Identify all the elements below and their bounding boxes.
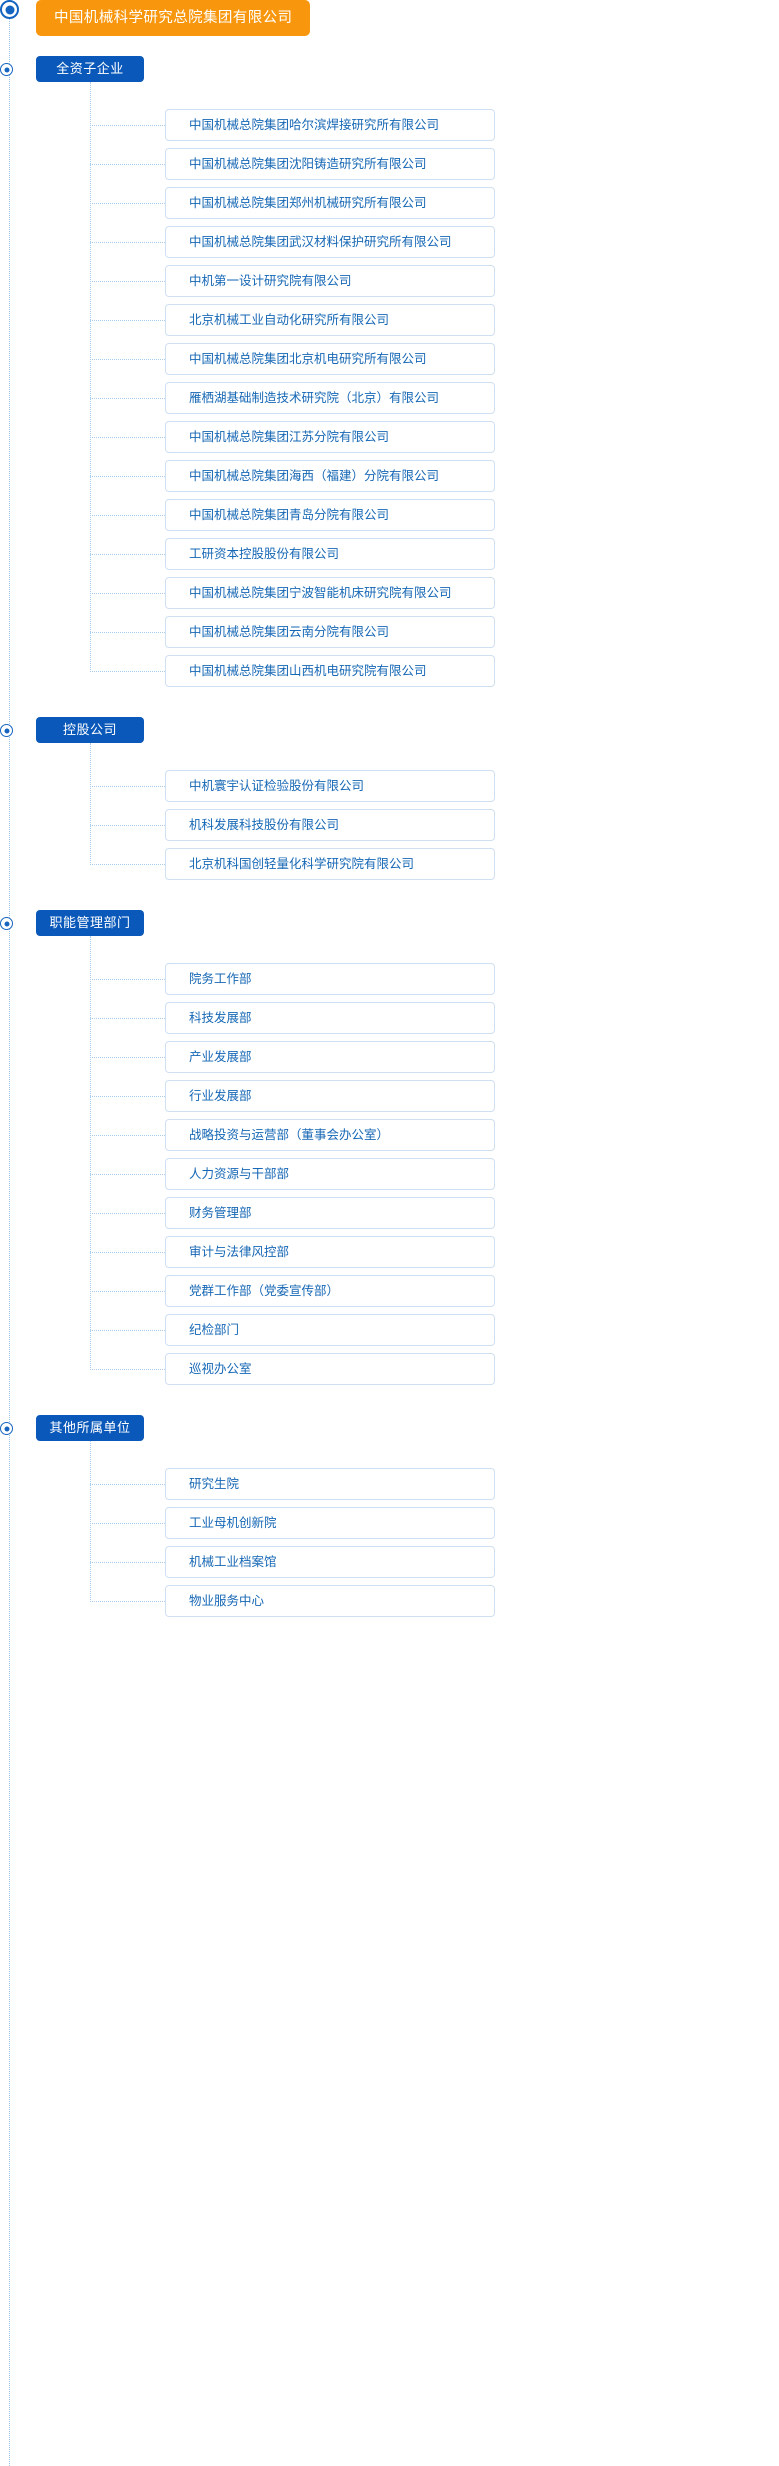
org-node-row: 中国机械总院集团郑州机械研究所有限公司 <box>90 184 779 223</box>
org-node[interactable]: 财务管理部 <box>165 1197 495 1229</box>
org-node-row: 产业发展部 <box>90 1038 779 1077</box>
section-spacer <box>0 1389 779 1415</box>
org-node-row: 中国机械总院集团云南分院有限公司 <box>90 613 779 652</box>
org-node[interactable]: 中国机械总院集团青岛分院有限公司 <box>165 499 495 531</box>
org-node-row: 科技发展部 <box>90 999 779 1038</box>
org-node[interactable]: 行业发展部 <box>165 1080 495 1112</box>
section-node-marker-icon <box>0 917 13 930</box>
org-node-row: 北京机科国创轻量化科学研究院有限公司 <box>90 845 779 884</box>
section-spacer <box>0 1621 779 1647</box>
org-node-row: 物业服务中心 <box>90 1582 779 1621</box>
org-node[interactable]: 中机寰宇认证检验股份有限公司 <box>165 770 495 802</box>
org-node[interactable]: 雁栖湖基础制造技术研究院（北京）有限公司 <box>165 382 495 414</box>
section-title-2[interactable]: 控股公司 <box>36 717 144 743</box>
section-node-marker-icon <box>0 724 13 737</box>
section-header-row: 其他所属单位 <box>0 1415 779 1465</box>
org-node[interactable]: 中国机械总院集团郑州机械研究所有限公司 <box>165 187 495 219</box>
org-node[interactable]: 人力资源与干部部 <box>165 1158 495 1190</box>
section-title-1[interactable]: 全资子企业 <box>36 56 144 82</box>
org-node[interactable]: 机科发展科技股份有限公司 <box>165 809 495 841</box>
org-node[interactable]: 北京机械工业自动化研究所有限公司 <box>165 304 495 336</box>
org-section: 控股公司中机寰宇认证检验股份有限公司机科发展科技股份有限公司北京机科国创轻量化科… <box>0 717 779 910</box>
org-node[interactable]: 物业服务中心 <box>165 1585 495 1617</box>
org-node[interactable]: 审计与法律风控部 <box>165 1236 495 1268</box>
main-vertical-connector <box>9 18 10 2466</box>
org-node[interactable]: 科技发展部 <box>165 1002 495 1034</box>
org-node-row: 院务工作部 <box>90 960 779 999</box>
section-children: 中国机械总院集团哈尔滨焊接研究所有限公司中国机械总院集团沈阳铸造研究所有限公司中… <box>0 82 779 691</box>
org-node[interactable]: 中国机械总院集团哈尔滨焊接研究所有限公司 <box>165 109 495 141</box>
org-node-row: 战略投资与运营部（董事会办公室） <box>90 1116 779 1155</box>
org-node-row: 中国机械总院集团青岛分院有限公司 <box>90 496 779 535</box>
org-node[interactable]: 机械工业档案馆 <box>165 1546 495 1578</box>
org-node[interactable]: 中国机械总院集团武汉材料保护研究所有限公司 <box>165 226 495 258</box>
org-node[interactable]: 工业母机创新院 <box>165 1507 495 1539</box>
org-node-row: 财务管理部 <box>90 1194 779 1233</box>
org-node-row: 人力资源与干部部 <box>90 1155 779 1194</box>
org-node-row: 雁栖湖基础制造技术研究院（北京）有限公司 <box>90 379 779 418</box>
section-title-4[interactable]: 其他所属单位 <box>36 1415 144 1441</box>
org-node-row: 中国机械总院集团武汉材料保护研究所有限公司 <box>90 223 779 262</box>
org-node-row: 中国机械总院集团哈尔滨焊接研究所有限公司 <box>90 106 779 145</box>
org-node-row: 中国机械总院集团沈阳铸造研究所有限公司 <box>90 145 779 184</box>
org-node-row: 机科发展科技股份有限公司 <box>90 806 779 845</box>
org-node-row: 机械工业档案馆 <box>90 1543 779 1582</box>
section-title-3[interactable]: 职能管理部门 <box>36 910 144 936</box>
org-node[interactable]: 中国机械总院集团宁波智能机床研究院有限公司 <box>165 577 495 609</box>
org-node-row: 中国机械总院集团江苏分院有限公司 <box>90 418 779 457</box>
org-node-row: 中机第一设计研究院有限公司 <box>90 262 779 301</box>
org-node-row: 研究生院 <box>90 1465 779 1504</box>
org-node[interactable]: 产业发展部 <box>165 1041 495 1073</box>
root-node-row: 中国机械科学研究总院集团有限公司 <box>0 0 779 56</box>
org-node[interactable]: 战略投资与运营部（董事会办公室） <box>165 1119 495 1151</box>
org-section: 职能管理部门院务工作部科技发展部产业发展部行业发展部战略投资与运营部（董事会办公… <box>0 910 779 1415</box>
org-section: 其他所属单位研究生院工业母机创新院机械工业档案馆物业服务中心 <box>0 1415 779 1647</box>
org-node[interactable]: 中国机械总院集团北京机电研究所有限公司 <box>165 343 495 375</box>
org-node-row: 北京机械工业自动化研究所有限公司 <box>90 301 779 340</box>
org-node[interactable]: 中国机械总院集团山西机电研究院有限公司 <box>165 655 495 687</box>
org-node[interactable]: 巡视办公室 <box>165 1353 495 1385</box>
org-node[interactable]: 研究生院 <box>165 1468 495 1500</box>
org-node[interactable]: 工研资本控股股份有限公司 <box>165 538 495 570</box>
section-node-marker-icon <box>0 1422 13 1435</box>
section-children: 研究生院工业母机创新院机械工业档案馆物业服务中心 <box>0 1441 779 1621</box>
org-node-row: 党群工作部（党委宣传部） <box>90 1272 779 1311</box>
org-node-row: 审计与法律风控部 <box>90 1233 779 1272</box>
org-node-row: 中国机械总院集团宁波智能机床研究院有限公司 <box>90 574 779 613</box>
section-children: 中机寰宇认证检验股份有限公司机科发展科技股份有限公司北京机科国创轻量化科学研究院… <box>0 743 779 884</box>
org-node-row: 巡视办公室 <box>90 1350 779 1389</box>
org-node-row: 工研资本控股股份有限公司 <box>90 535 779 574</box>
org-node-row: 中机寰宇认证检验股份有限公司 <box>90 767 779 806</box>
section-header-row: 控股公司 <box>0 717 779 767</box>
org-node-row: 行业发展部 <box>90 1077 779 1116</box>
org-node[interactable]: 北京机科国创轻量化科学研究院有限公司 <box>165 848 495 880</box>
org-node-row: 中国机械总院集团海西（福建）分院有限公司 <box>90 457 779 496</box>
org-section: 全资子企业中国机械总院集团哈尔滨焊接研究所有限公司中国机械总院集团沈阳铸造研究所… <box>0 56 779 717</box>
section-header-row: 职能管理部门 <box>0 910 779 960</box>
org-node[interactable]: 中国机械总院集团沈阳铸造研究所有限公司 <box>165 148 495 180</box>
org-node[interactable]: 院务工作部 <box>165 963 495 995</box>
org-node[interactable]: 中机第一设计研究院有限公司 <box>165 265 495 297</box>
org-node[interactable]: 党群工作部（党委宣传部） <box>165 1275 495 1307</box>
root-company-node[interactable]: 中国机械科学研究总院集团有限公司 <box>36 0 311 36</box>
org-node-row: 纪检部门 <box>90 1311 779 1350</box>
org-node-row: 工业母机创新院 <box>90 1504 779 1543</box>
org-node-row: 中国机械总院集团山西机电研究院有限公司 <box>90 652 779 691</box>
section-node-marker-icon <box>0 63 13 76</box>
sections-container: 全资子企业中国机械总院集团哈尔滨焊接研究所有限公司中国机械总院集团沈阳铸造研究所… <box>0 56 779 1647</box>
section-spacer <box>0 884 779 910</box>
org-node[interactable]: 中国机械总院集团江苏分院有限公司 <box>165 421 495 453</box>
section-spacer <box>0 691 779 717</box>
org-node[interactable]: 中国机械总院集团海西（福建）分院有限公司 <box>165 460 495 492</box>
org-node[interactable]: 中国机械总院集团云南分院有限公司 <box>165 616 495 648</box>
org-node-row: 中国机械总院集团北京机电研究所有限公司 <box>90 340 779 379</box>
section-header-row: 全资子企业 <box>0 56 779 106</box>
org-node[interactable]: 纪检部门 <box>165 1314 495 1346</box>
section-children: 院务工作部科技发展部产业发展部行业发展部战略投资与运营部（董事会办公室） 人力资源… <box>0 936 779 1389</box>
root-node-marker-icon <box>0 0 19 19</box>
